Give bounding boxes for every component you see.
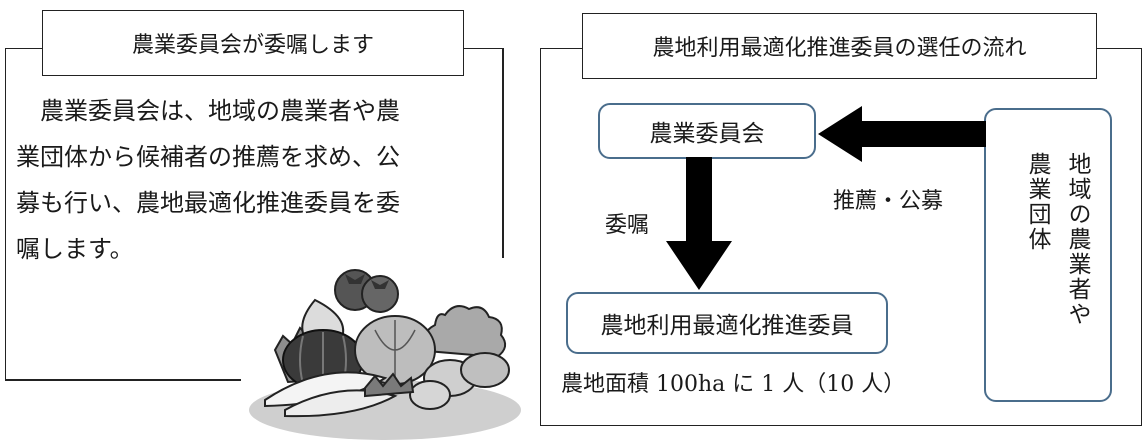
source-label-column-1: 地域の農業者や <box>1064 152 1090 327</box>
body-line-4: 嘱します。 <box>16 235 134 263</box>
committee-box: 農業委員会 <box>598 103 816 159</box>
appoint-arrow-shape <box>666 157 732 290</box>
allocation-footnote: 農地面積 100ha に 1 人（10 人） <box>561 372 906 397</box>
vegetables-illustration <box>249 269 521 440</box>
source-box <box>984 108 1112 402</box>
promoter-box: 農地利用最適化推進委員 <box>566 292 888 354</box>
recommend-label: 推薦・公募 <box>833 189 944 214</box>
tomato-shape <box>361 275 399 313</box>
left-panel-bottom-edge <box>5 379 241 381</box>
appoint-label: 委嘱 <box>605 213 650 238</box>
potato-shape <box>460 352 510 388</box>
left-panel-body: 農業委員会は、地域の農業者や農 業団体から候補者の推薦を求め、公 募も行い、農地… <box>16 88 496 272</box>
left-panel-right-edge <box>502 48 504 258</box>
recommend-arrow <box>818 106 986 162</box>
source-label-column-2: 農業団体 <box>1024 152 1050 252</box>
body-line-1: 農業委員会は、地域の農業者や農 <box>16 97 400 125</box>
broccoli-shape <box>423 305 507 359</box>
greens-shape <box>364 372 415 398</box>
recommend-arrow-shape <box>818 106 986 162</box>
potato-shape <box>409 380 451 410</box>
appoint-arrow <box>666 157 732 290</box>
radish-shape <box>284 389 398 418</box>
body-line-3: 募も行い、農地最適化推進委員を委 <box>16 189 400 217</box>
tomato-stem <box>371 280 389 289</box>
tomato-stem <box>345 274 365 284</box>
cabbage-veins <box>374 320 416 380</box>
left-panel-title: 農業委員会が委嘱します <box>42 10 464 76</box>
right-panel-title: 農地利用最適化推進委員の選任の流れ <box>582 13 1097 79</box>
body-line-2: 業団体から候補者の推薦を求め、公 <box>16 143 400 171</box>
